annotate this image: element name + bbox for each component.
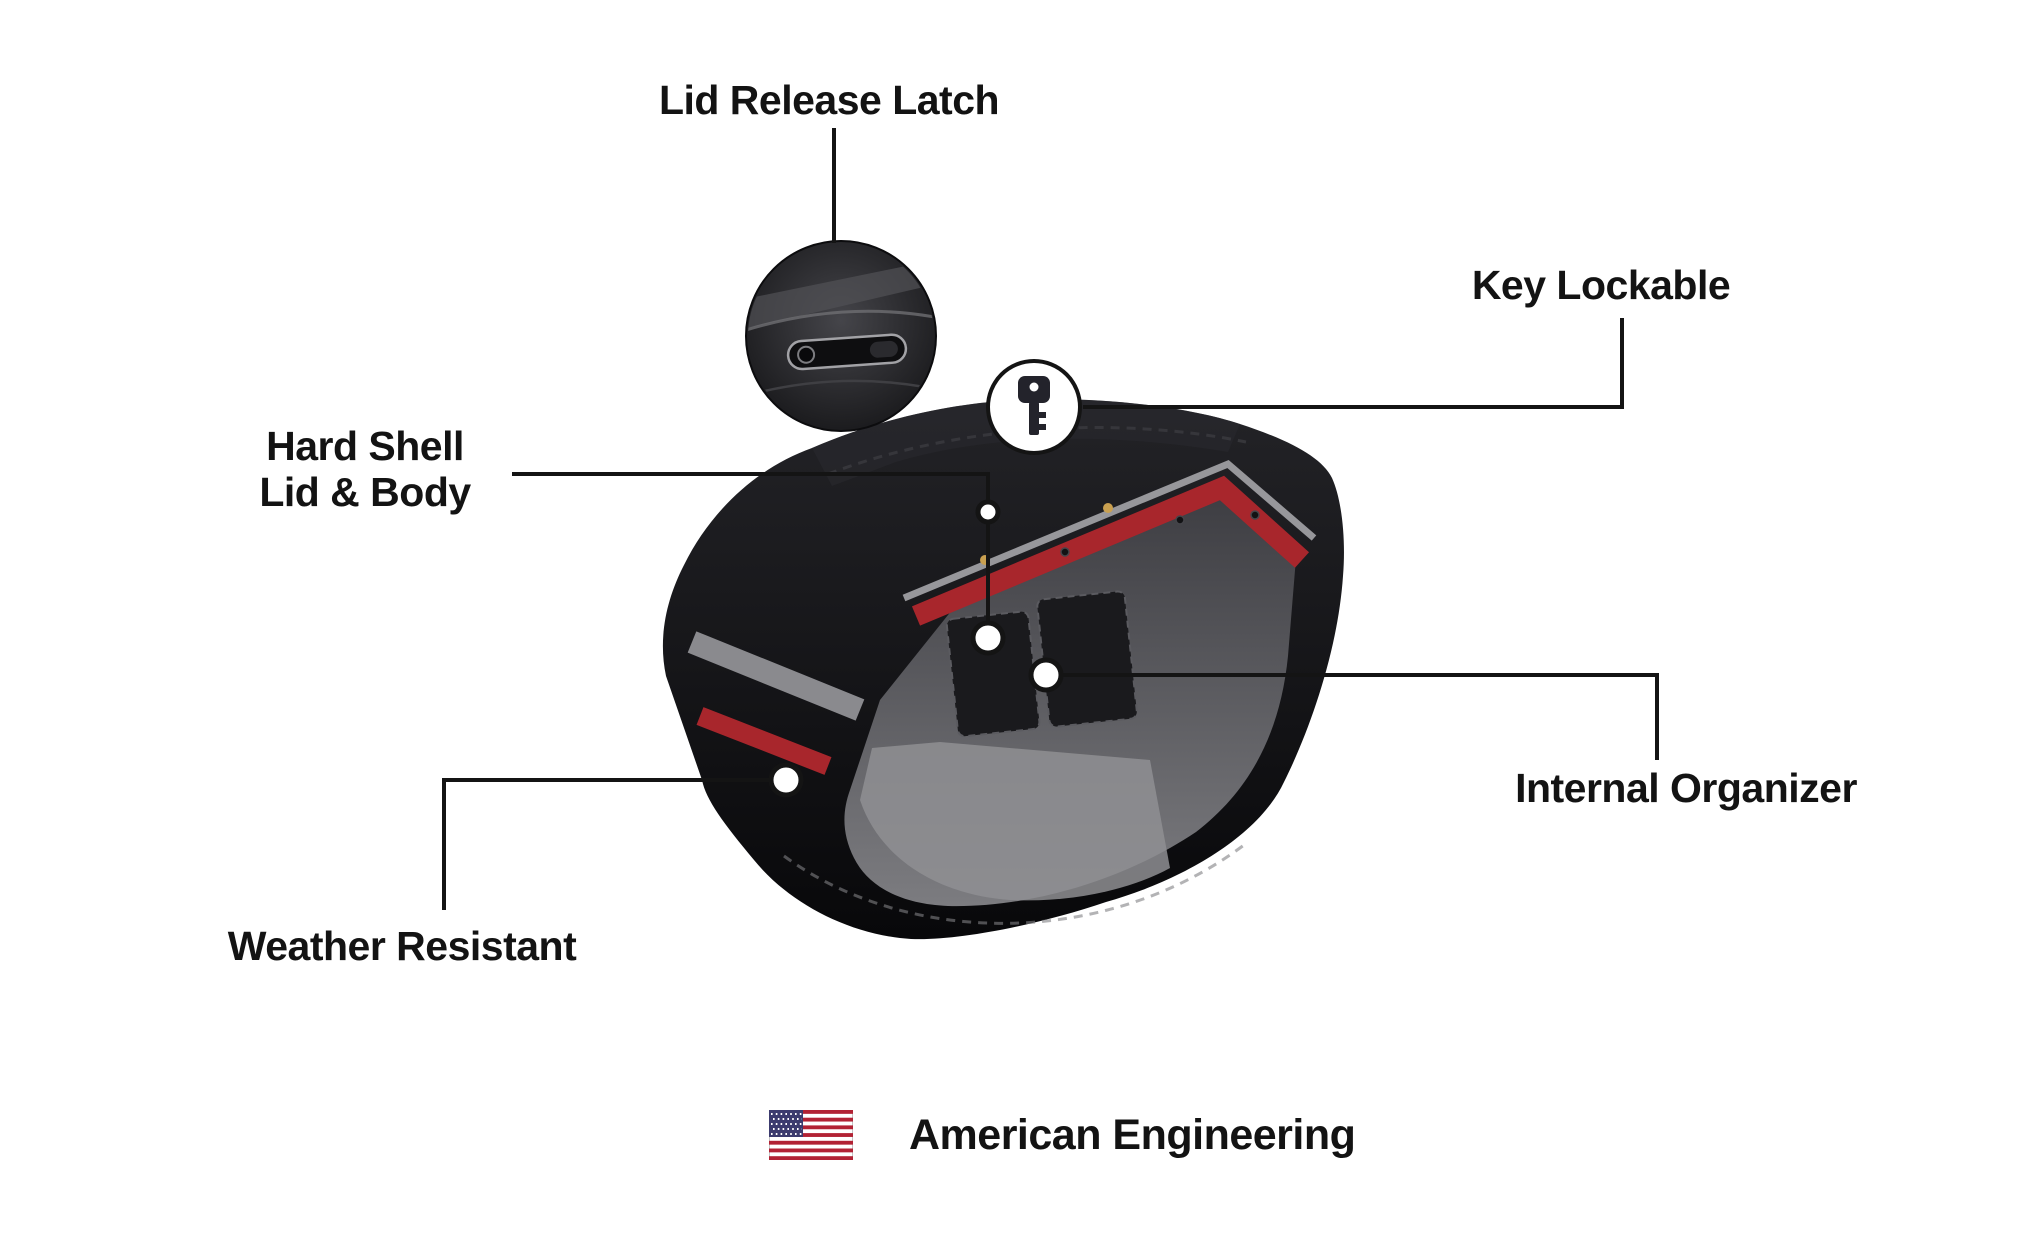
callout-dot-hard-shell — [970, 620, 1006, 656]
silver-trim-left — [687, 631, 865, 721]
rivet-dark — [1250, 510, 1260, 520]
callout-dots — [768, 499, 1064, 798]
inset-lid-edge — [748, 258, 934, 330]
rivet-dark — [1060, 547, 1070, 557]
latch-handle — [786, 333, 908, 371]
us-flag-icon — [769, 1110, 853, 1160]
saddlebag-illustration — [662, 399, 1344, 940]
lid-latch-inset — [745, 240, 937, 432]
bottom-stitch-seam — [783, 840, 1249, 925]
callout-line-internal-organizer — [1060, 673, 1659, 760]
inset-lower-seam — [759, 379, 931, 394]
footer: American Engineering — [769, 1110, 1356, 1160]
label-lid-release-latch: Lid Release Latch — [658, 77, 1000, 123]
organizer-pocket-left — [945, 610, 1041, 738]
callout-dot-weather-resistant — [768, 762, 804, 798]
label-hard-shell-line1: Hard Shell — [266, 423, 464, 469]
key-badge — [986, 359, 1082, 455]
label-hard-shell-line2: Lid & Body — [259, 468, 471, 515]
inset-seam — [748, 309, 934, 332]
red-trim-left — [696, 707, 832, 775]
red-trim-main — [911, 475, 1310, 626]
key-icon — [1018, 376, 1050, 435]
label-weather-resistant: Weather Resistant — [227, 923, 577, 969]
callout-dot-internal-organizer — [1028, 657, 1064, 693]
rivet-gold — [1103, 503, 1113, 513]
callout-line-hard-shell — [512, 472, 990, 638]
silver-trim-main — [902, 459, 1317, 602]
bag-lid-sheen — [812, 399, 1240, 486]
callout-lines — [442, 128, 1659, 910]
internal-organizer-pockets — [945, 590, 1138, 738]
label-internal-organizer: Internal Organizer — [1515, 765, 1857, 811]
footer-label-american-engineering: American Engineering — [909, 1110, 1356, 1159]
callout-dot-hard-shell-seam — [975, 499, 1001, 525]
inset-circle — [745, 240, 937, 432]
callout-line-key-lockable — [1083, 318, 1624, 409]
callout-line-weather-resistant — [442, 778, 772, 910]
rivet-dark — [1175, 515, 1185, 525]
label-key-lockable: Key Lockable — [1471, 262, 1731, 308]
label-hard-shell: Hard Shell Lid & Body — [259, 423, 471, 516]
interior-light-panel — [860, 742, 1170, 901]
